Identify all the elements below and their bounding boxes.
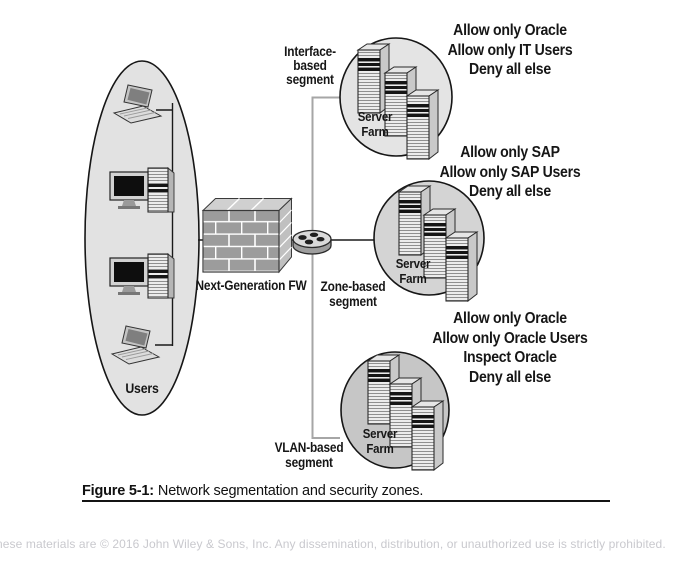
- server-icon: [406, 89, 439, 160]
- server-farm-zone: [373, 180, 485, 302]
- interface-segment-label: Interface- based segment: [284, 44, 336, 87]
- figure-caption-text: Network segmentation and security zones.: [157, 483, 424, 499]
- server-farm-label: Server Farm: [395, 255, 431, 286]
- caption-rule: [82, 499, 610, 503]
- policy-text-zone: Allow only SAP Allow only SAP Users Deny…: [439, 144, 581, 200]
- policy-text-interface: Allow only Oracle Allow only IT Users De…: [447, 22, 573, 78]
- segment-trunk-line: [311, 96, 341, 439]
- vlan-segment-label: VLAN-based segment: [274, 440, 344, 470]
- server-icon: [445, 231, 478, 302]
- server-farm-label: Server Farm: [357, 108, 393, 139]
- policy-text-vlan: Allow only Oracle Allow only Oracle User…: [432, 310, 588, 386]
- server-icon: [357, 43, 390, 114]
- users-group-ellipse: [84, 60, 200, 416]
- users-label: Users: [125, 380, 159, 396]
- zone-segment-label: Zone-based segment: [320, 279, 386, 309]
- server-farm-vlan: [340, 351, 450, 471]
- figure-caption: Figure 5-1:Network segmentation and secu…: [82, 483, 423, 499]
- copyright-footer: nese materials are © 2016 John Wiley & S…: [0, 537, 666, 551]
- figure-caption-label: Figure 5-1:: [82, 483, 154, 499]
- router-icon: [292, 229, 332, 255]
- firewall-label: Next-Generation FW: [195, 277, 307, 293]
- server-icon: [411, 400, 444, 471]
- server-farm-interface: [339, 37, 453, 160]
- server-farm-label: Server Farm: [362, 425, 398, 456]
- firewall-icon: [201, 197, 293, 274]
